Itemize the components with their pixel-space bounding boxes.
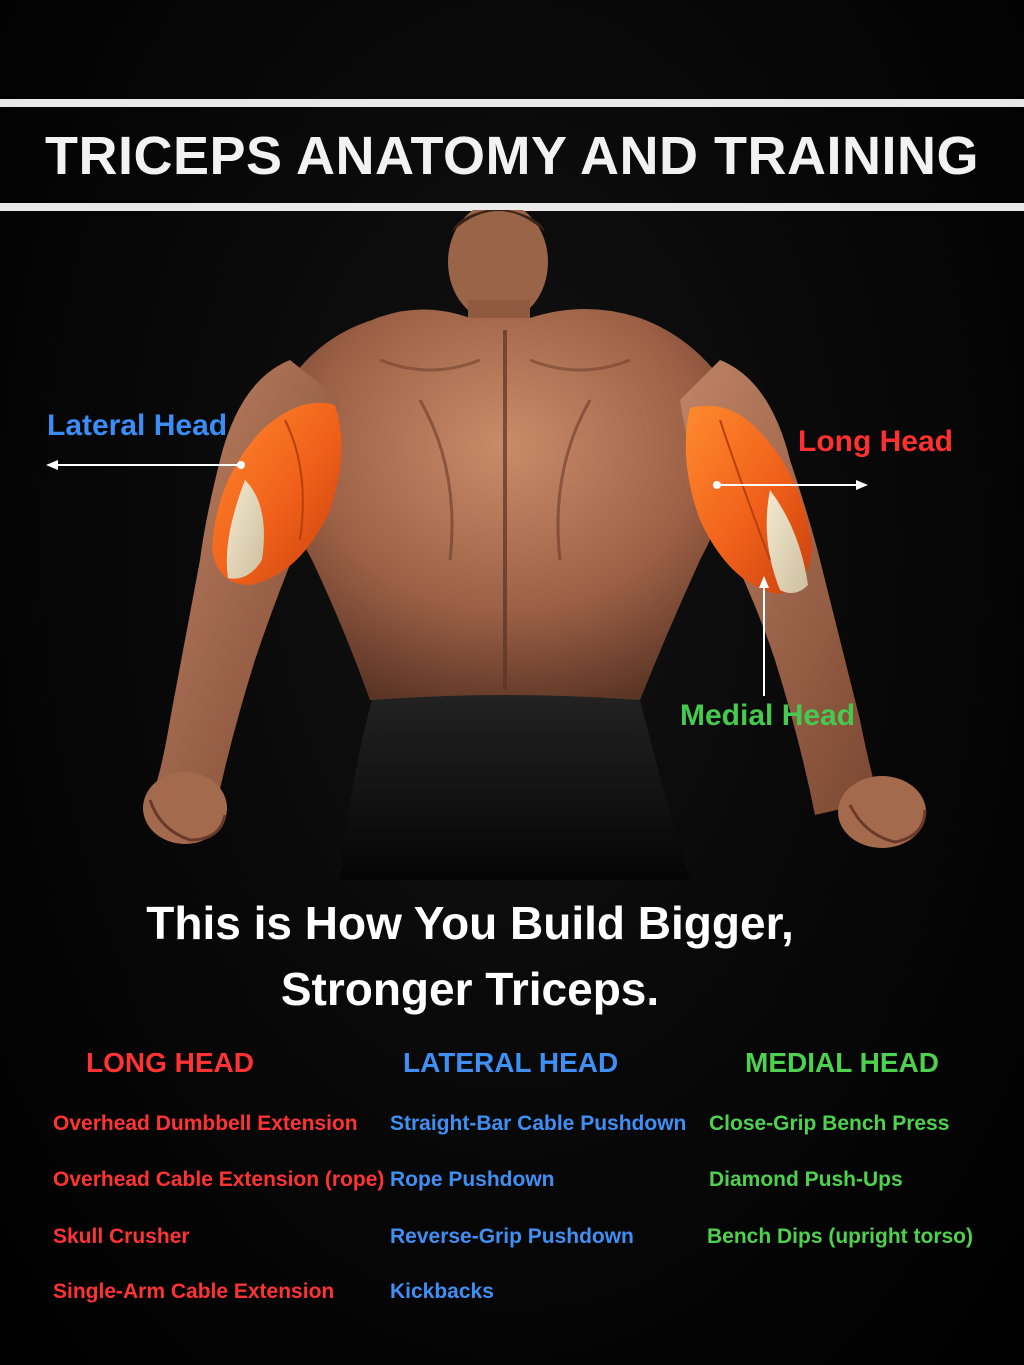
lateral-head-exercise: Rope Pushdown bbox=[390, 1168, 555, 1191]
athlete-figure-svg bbox=[46, 210, 927, 880]
long-head-exercise: Single-Arm Cable Extension bbox=[53, 1280, 335, 1303]
athlete-back-illustration bbox=[0, 210, 1024, 890]
long-head-exercise: Overhead Dumbbell Extension bbox=[53, 1112, 358, 1135]
medial-head-exercise: Diamond Push-Ups bbox=[709, 1168, 903, 1191]
right-triceps-muscle bbox=[685, 405, 812, 594]
medial-head-label: Medial Head bbox=[680, 699, 856, 732]
shorts bbox=[340, 695, 690, 880]
long-head-heading: LONG HEAD bbox=[86, 1047, 254, 1078]
page-title: TRICEPS ANATOMY AND TRAINING bbox=[44, 126, 980, 186]
headline: This is How You Build Bigger, Stronger T… bbox=[0, 890, 940, 1022]
long-head-label: Long Head bbox=[798, 425, 953, 458]
long-head-pointer bbox=[713, 480, 868, 490]
headline-line-1: This is How You Build Bigger, bbox=[146, 897, 794, 949]
medial-head-pointer bbox=[759, 576, 769, 696]
long-head-exercise: Overhead Cable Extension (rope) bbox=[53, 1168, 385, 1191]
lateral-head-pointer bbox=[46, 460, 245, 470]
left-triceps-muscle bbox=[212, 402, 342, 585]
lateral-head-label: Lateral Head bbox=[47, 409, 228, 442]
headline-line-2: Stronger Triceps. bbox=[280, 963, 660, 1015]
title-rule-bottom bbox=[0, 203, 1024, 211]
lateral-head-exercise: Kickbacks bbox=[390, 1280, 494, 1303]
medial-head-exercise: Close-Grip Bench Press bbox=[709, 1112, 950, 1135]
lateral-head-exercise: Reverse-Grip Pushdown bbox=[390, 1225, 634, 1248]
medial-head-exercise: Bench Dips (upright torso) bbox=[707, 1225, 973, 1248]
lateral-head-heading: LATERAL HEAD bbox=[403, 1047, 619, 1078]
title-rule-top bbox=[0, 99, 1024, 107]
lateral-head-exercise: Straight-Bar Cable Pushdown bbox=[390, 1112, 687, 1135]
long-head-exercise: Skull Crusher bbox=[53, 1225, 190, 1248]
medial-head-heading: MEDIAL HEAD bbox=[745, 1047, 939, 1078]
